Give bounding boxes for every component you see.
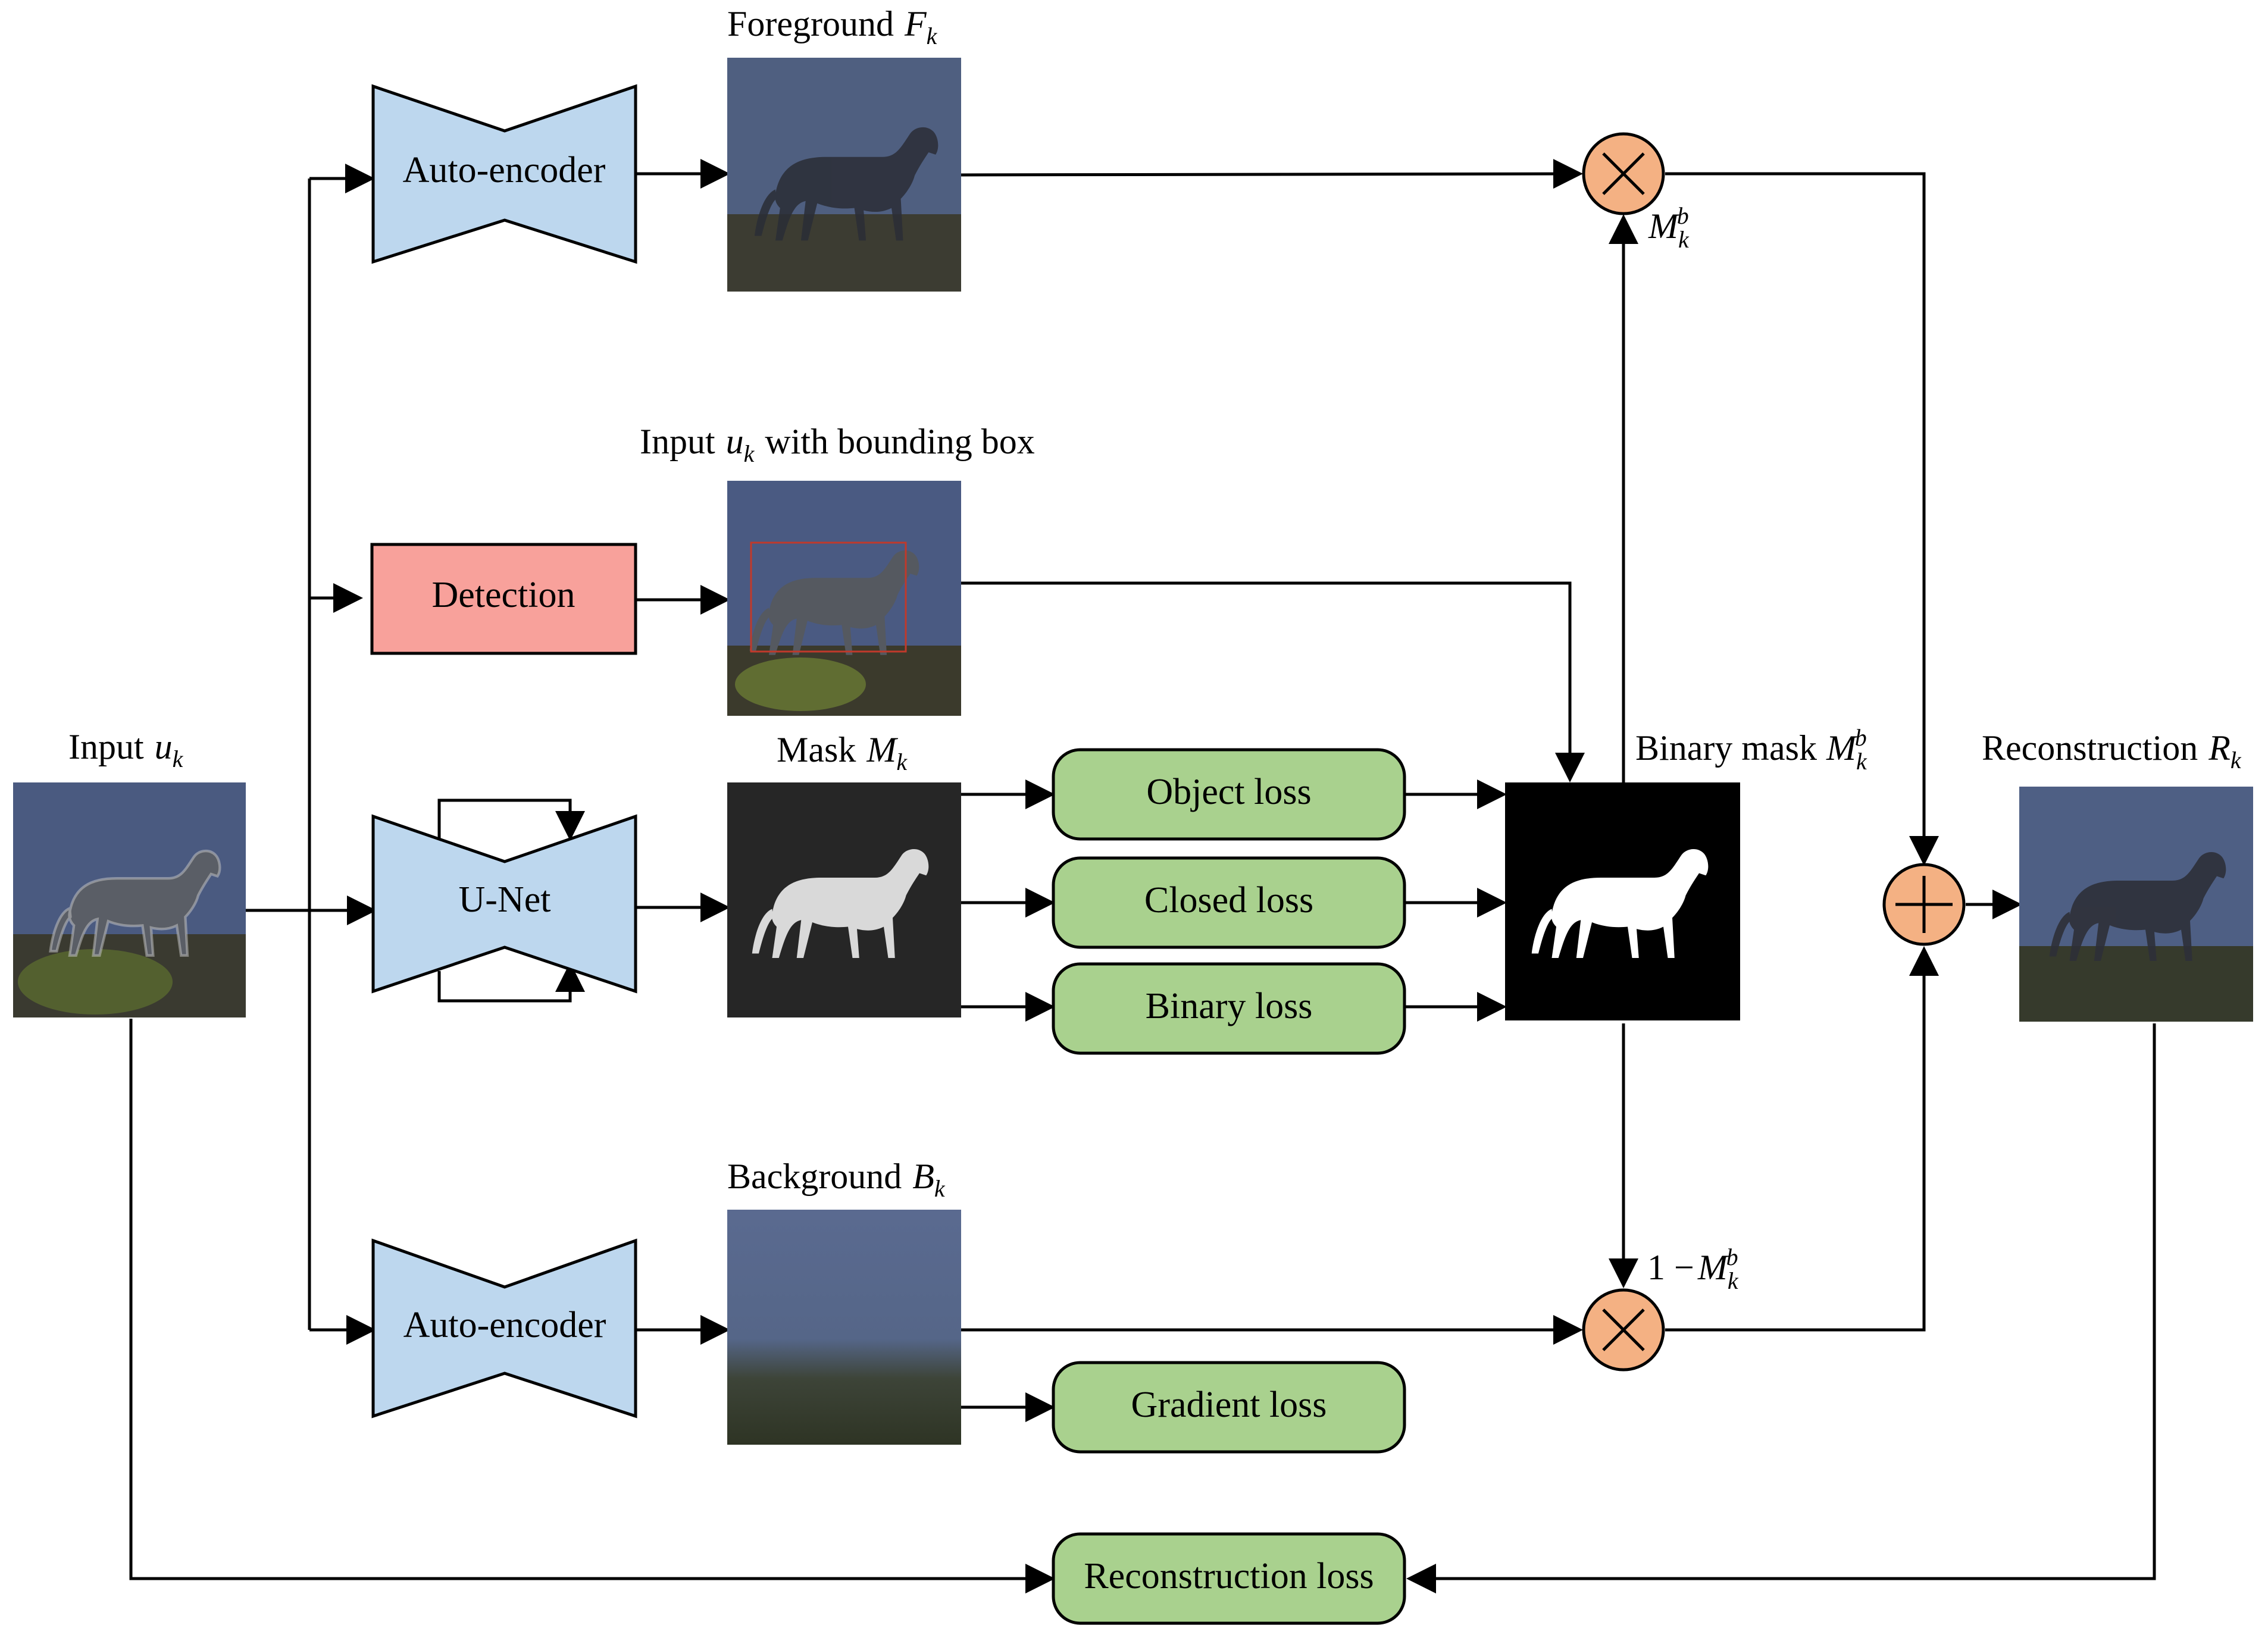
binary-loss-box: Binary loss [1052, 962, 1406, 1055]
connectors [129, 159, 2156, 1593]
mask-image [727, 782, 961, 1017]
unet-block: U-Net [371, 814, 637, 994]
reconstruction-loss-box: Reconstruction loss [1052, 1532, 1406, 1625]
autoencoder-top-label: Auto-encoder [403, 150, 606, 190]
detection-label: Detection [431, 575, 575, 615]
autoencoder-bottom: Auto-encoder [371, 1238, 637, 1419]
binary-loss-label: Binary loss [1146, 986, 1313, 1026]
detection-block: Detection [370, 543, 637, 655]
closed-loss-box: Closed loss [1052, 856, 1406, 949]
unet-label: U-Net [459, 879, 551, 920]
multiply-icon [1602, 152, 1645, 195]
object-loss-label: Object loss [1146, 772, 1311, 812]
background-image [727, 1210, 961, 1445]
autoencoder-bottom-label: Auto-encoder [403, 1305, 606, 1345]
multiply-bottom [1582, 1288, 1665, 1372]
closed-loss-label: Closed loss [1144, 880, 1313, 920]
autoencoder-top: Auto-encoder [371, 84, 637, 264]
gradient-loss-label: Gradient loss [1131, 1385, 1327, 1425]
foreground-image [727, 58, 961, 292]
add-icon [1895, 876, 1953, 933]
gradient-loss-box: Gradient loss [1052, 1361, 1406, 1454]
object-loss-box: Object loss [1052, 748, 1406, 841]
multiply-top-label: Mkb [1648, 202, 1690, 253]
add-operator [1882, 863, 1966, 946]
bounding-box [750, 541, 907, 653]
reconstruction-image [2019, 787, 2253, 1022]
multiply-icon [1602, 1308, 1645, 1351]
binary-mask-image [1505, 782, 1740, 1020]
multiply-top [1582, 132, 1665, 215]
detection-input-image [727, 481, 961, 716]
input-image [13, 782, 246, 1017]
multiply-bottom-label: 1 −Mkb [1647, 1244, 1739, 1294]
autoencoder-top-bowtie [371, 84, 637, 264]
reconstruction-loss-label: Reconstruction loss [1084, 1556, 1374, 1596]
